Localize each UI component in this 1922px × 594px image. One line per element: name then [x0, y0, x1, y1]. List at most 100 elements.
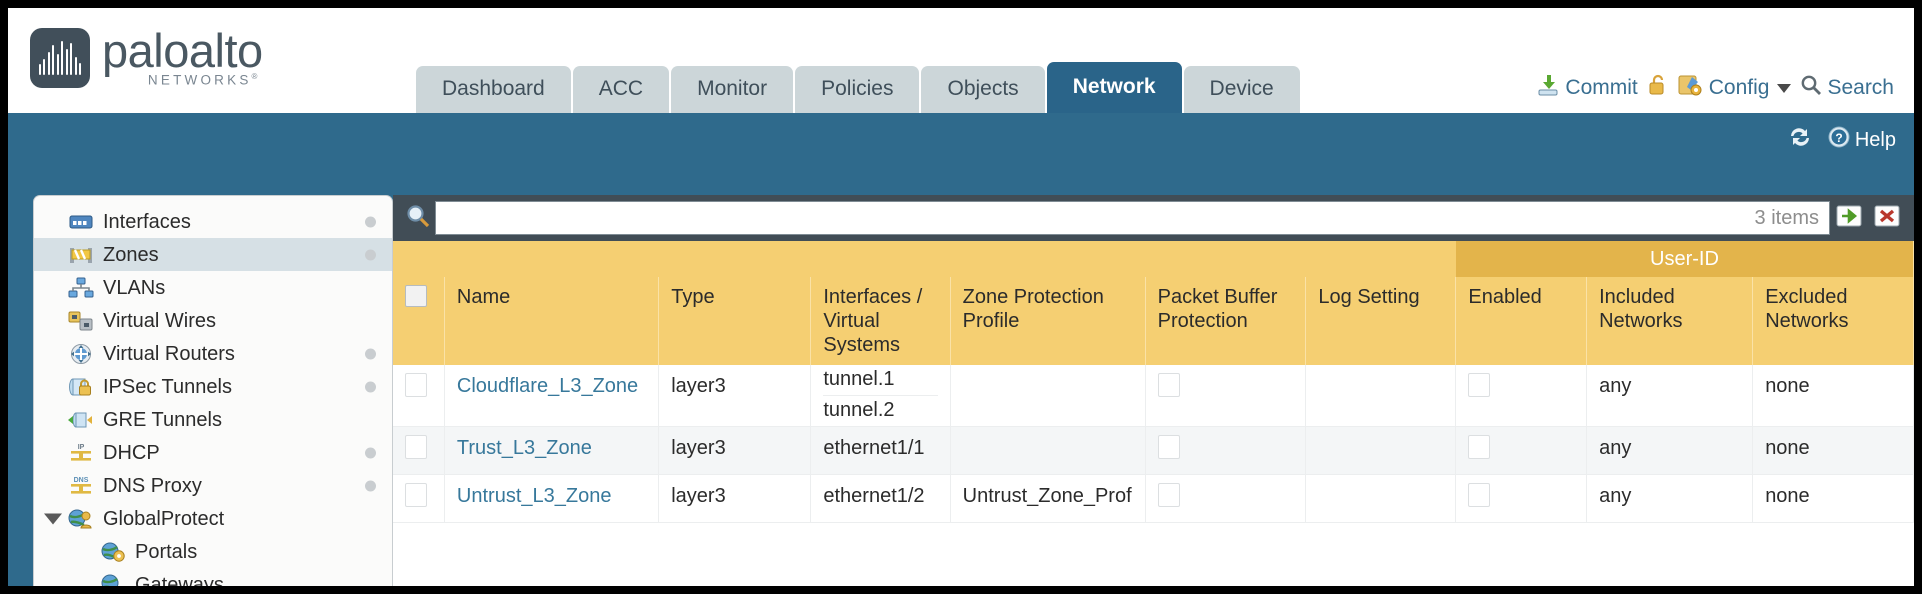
gateways-icon	[100, 574, 126, 586]
sidebar-item-vlans[interactable]: VLANs	[34, 271, 392, 304]
content-pane: 3 items	[393, 173, 1914, 586]
chevron-down-icon[interactable]	[44, 513, 62, 524]
sidebar-item-label: Portals	[135, 540, 198, 563]
status-dot	[365, 249, 376, 260]
cell-user-id-enabled	[1455, 474, 1588, 523]
tab-policies[interactable]: Policies	[795, 66, 920, 113]
zone-name-link[interactable]: Trust_L3_Zone	[456, 437, 592, 459]
sidebar-item-virtual-routers[interactable]: Virtual Routers	[34, 337, 392, 370]
zone-name-link[interactable]: Untrust_L3_Zone	[456, 485, 612, 507]
sidebar-item-zones[interactable]: Zones	[34, 238, 392, 271]
dns-proxy-icon: DNS	[68, 475, 94, 497]
sidebar-item-ipsec-tunnels[interactable]: IPSec Tunnels	[34, 370, 392, 403]
row-checkbox[interactable]	[405, 435, 427, 459]
sidebar-item-dhcp[interactable]: IP DHCP	[34, 436, 392, 469]
user-id-enabled-checkbox[interactable]	[1468, 435, 1491, 459]
config-label: Config	[1708, 76, 1770, 99]
cell-interfaces: tunnel.1 tunnel.2	[810, 365, 951, 427]
vlans-icon	[68, 277, 94, 299]
tab-network[interactable]: Network	[1046, 62, 1182, 113]
gre-tunnels-icon	[68, 409, 94, 431]
zone-name-link[interactable]: Cloudflare_L3_Zone	[456, 375, 639, 397]
help-button[interactable]: ? Help	[1827, 125, 1896, 155]
secondary-toolbar: ? Help	[8, 113, 1914, 173]
sidebar-item-label: Gateways	[135, 573, 224, 587]
sidebar-item-gre-tunnels[interactable]: GRE Tunnels	[34, 403, 392, 436]
virtual-routers-icon	[68, 343, 94, 365]
table-row[interactable]: Trust_L3_Zone layer3 ethernet1/1 any non…	[393, 426, 1914, 475]
sidebar-item-interfaces[interactable]: Interfaces	[34, 205, 392, 238]
main-tab-bar[interactable]: Dashboard ACC Monitor Policies Objects N…	[416, 62, 1300, 113]
column-header-excluded-networks[interactable]: Excluded Networks	[1752, 277, 1914, 365]
cell-name: Trust_L3_Zone	[444, 426, 660, 475]
chevron-down-icon[interactable]	[1777, 83, 1792, 93]
refresh-icon[interactable]	[1787, 125, 1813, 155]
column-header-packet-buffer-protection[interactable]: Packet Buffer Protection	[1145, 277, 1307, 365]
brand-name: paloalto	[102, 24, 263, 77]
cell-user-id-enabled	[1455, 426, 1588, 475]
brand-tagline: NETWORKS®	[147, 72, 261, 88]
user-id-enabled-checkbox[interactable]	[1468, 483, 1491, 507]
config-menu[interactable]: Config	[1678, 73, 1792, 103]
clear-filter-button[interactable]	[1868, 203, 1906, 234]
column-header-name[interactable]: Name	[444, 277, 660, 365]
dhcp-icon: IP	[68, 442, 94, 464]
cell-zone-protection-profile: Untrust_Zone_Prof	[950, 474, 1146, 523]
commit-button[interactable]: Commit	[1536, 73, 1638, 103]
app-body: Interfaces Zones VLANs Vir	[8, 173, 1914, 586]
column-header-zone-protection-profile[interactable]: Zone Protection Profile	[950, 277, 1146, 365]
sidebar-item-globalprotect[interactable]: GlobalProtect	[34, 502, 392, 535]
search-input[interactable]: 3 items	[435, 201, 1830, 235]
ipsec-tunnels-icon	[68, 376, 94, 398]
svg-text:DNS: DNS	[74, 477, 89, 484]
sidebar-item-portals[interactable]: Portals	[34, 535, 392, 568]
tab-monitor[interactable]: Monitor	[671, 66, 794, 113]
status-dot	[365, 480, 376, 491]
packet-buffer-protection-checkbox[interactable]	[1157, 435, 1180, 459]
tab-objects[interactable]: Objects	[921, 66, 1045, 113]
tab-device[interactable]: Device	[1183, 66, 1300, 113]
status-dot	[365, 447, 376, 458]
cell-log-setting	[1305, 474, 1457, 523]
column-header-included-networks[interactable]: Included Networks	[1586, 277, 1754, 365]
search-button[interactable]: Search	[1800, 74, 1894, 102]
column-header-type[interactable]: Type	[658, 277, 812, 365]
row-checkbox[interactable]	[405, 483, 427, 507]
apply-filter-button[interactable]	[1830, 203, 1868, 234]
packet-buffer-protection-checkbox[interactable]	[1157, 483, 1180, 507]
column-header-enabled[interactable]: Enabled	[1455, 277, 1588, 365]
help-label: Help	[1854, 128, 1896, 151]
lock-button[interactable]	[1647, 73, 1669, 103]
brand-logo: paloalto NETWORKS®	[30, 24, 263, 90]
sidebar-item-dns-proxy[interactable]: DNS DNS Proxy	[34, 469, 392, 502]
column-header-interfaces[interactable]: Interfaces / Virtual Systems	[810, 277, 951, 365]
table-row[interactable]: Untrust_L3_Zone layer3 ethernet1/2 Untru…	[393, 474, 1914, 523]
cell-type: layer3	[658, 365, 812, 427]
search-icon[interactable]	[401, 203, 435, 234]
app-frame: paloalto NETWORKS® Dashboard ACC Monitor…	[8, 8, 1914, 586]
table-row[interactable]: Cloudflare_L3_Zone layer3 tunnel.1 tunne…	[393, 365, 1914, 427]
portals-icon	[100, 541, 126, 563]
cell-zone-protection-profile	[950, 365, 1146, 427]
zones-table-head: User-ID Name Type Interfaces / Virtual S…	[393, 241, 1914, 365]
packet-buffer-protection-checkbox[interactable]	[1157, 373, 1180, 397]
tab-acc[interactable]: ACC	[572, 66, 670, 113]
row-checkbox[interactable]	[405, 373, 427, 397]
zones-icon	[68, 244, 94, 266]
cell-packet-buffer-protection	[1145, 426, 1307, 475]
zones-table: User-ID Name Type Interfaces / Virtual S…	[393, 241, 1914, 523]
select-all-header	[393, 277, 445, 365]
status-dot	[365, 381, 376, 392]
sidebar-item-virtual-wires[interactable]: Virtual Wires	[34, 304, 392, 337]
select-all-checkbox[interactable]	[405, 285, 427, 307]
group-header-row: User-ID	[393, 241, 1914, 277]
commit-icon	[1536, 73, 1560, 103]
status-dot	[365, 348, 376, 359]
tab-dashboard[interactable]: Dashboard	[416, 66, 571, 113]
column-header-log-setting[interactable]: Log Setting	[1305, 277, 1457, 365]
sidebar-item-gateways[interactable]: Gateways	[34, 568, 392, 586]
cell-included-networks: any	[1586, 426, 1754, 475]
interface-entry: tunnel.2	[823, 399, 895, 421]
user-id-enabled-checkbox[interactable]	[1468, 373, 1491, 397]
